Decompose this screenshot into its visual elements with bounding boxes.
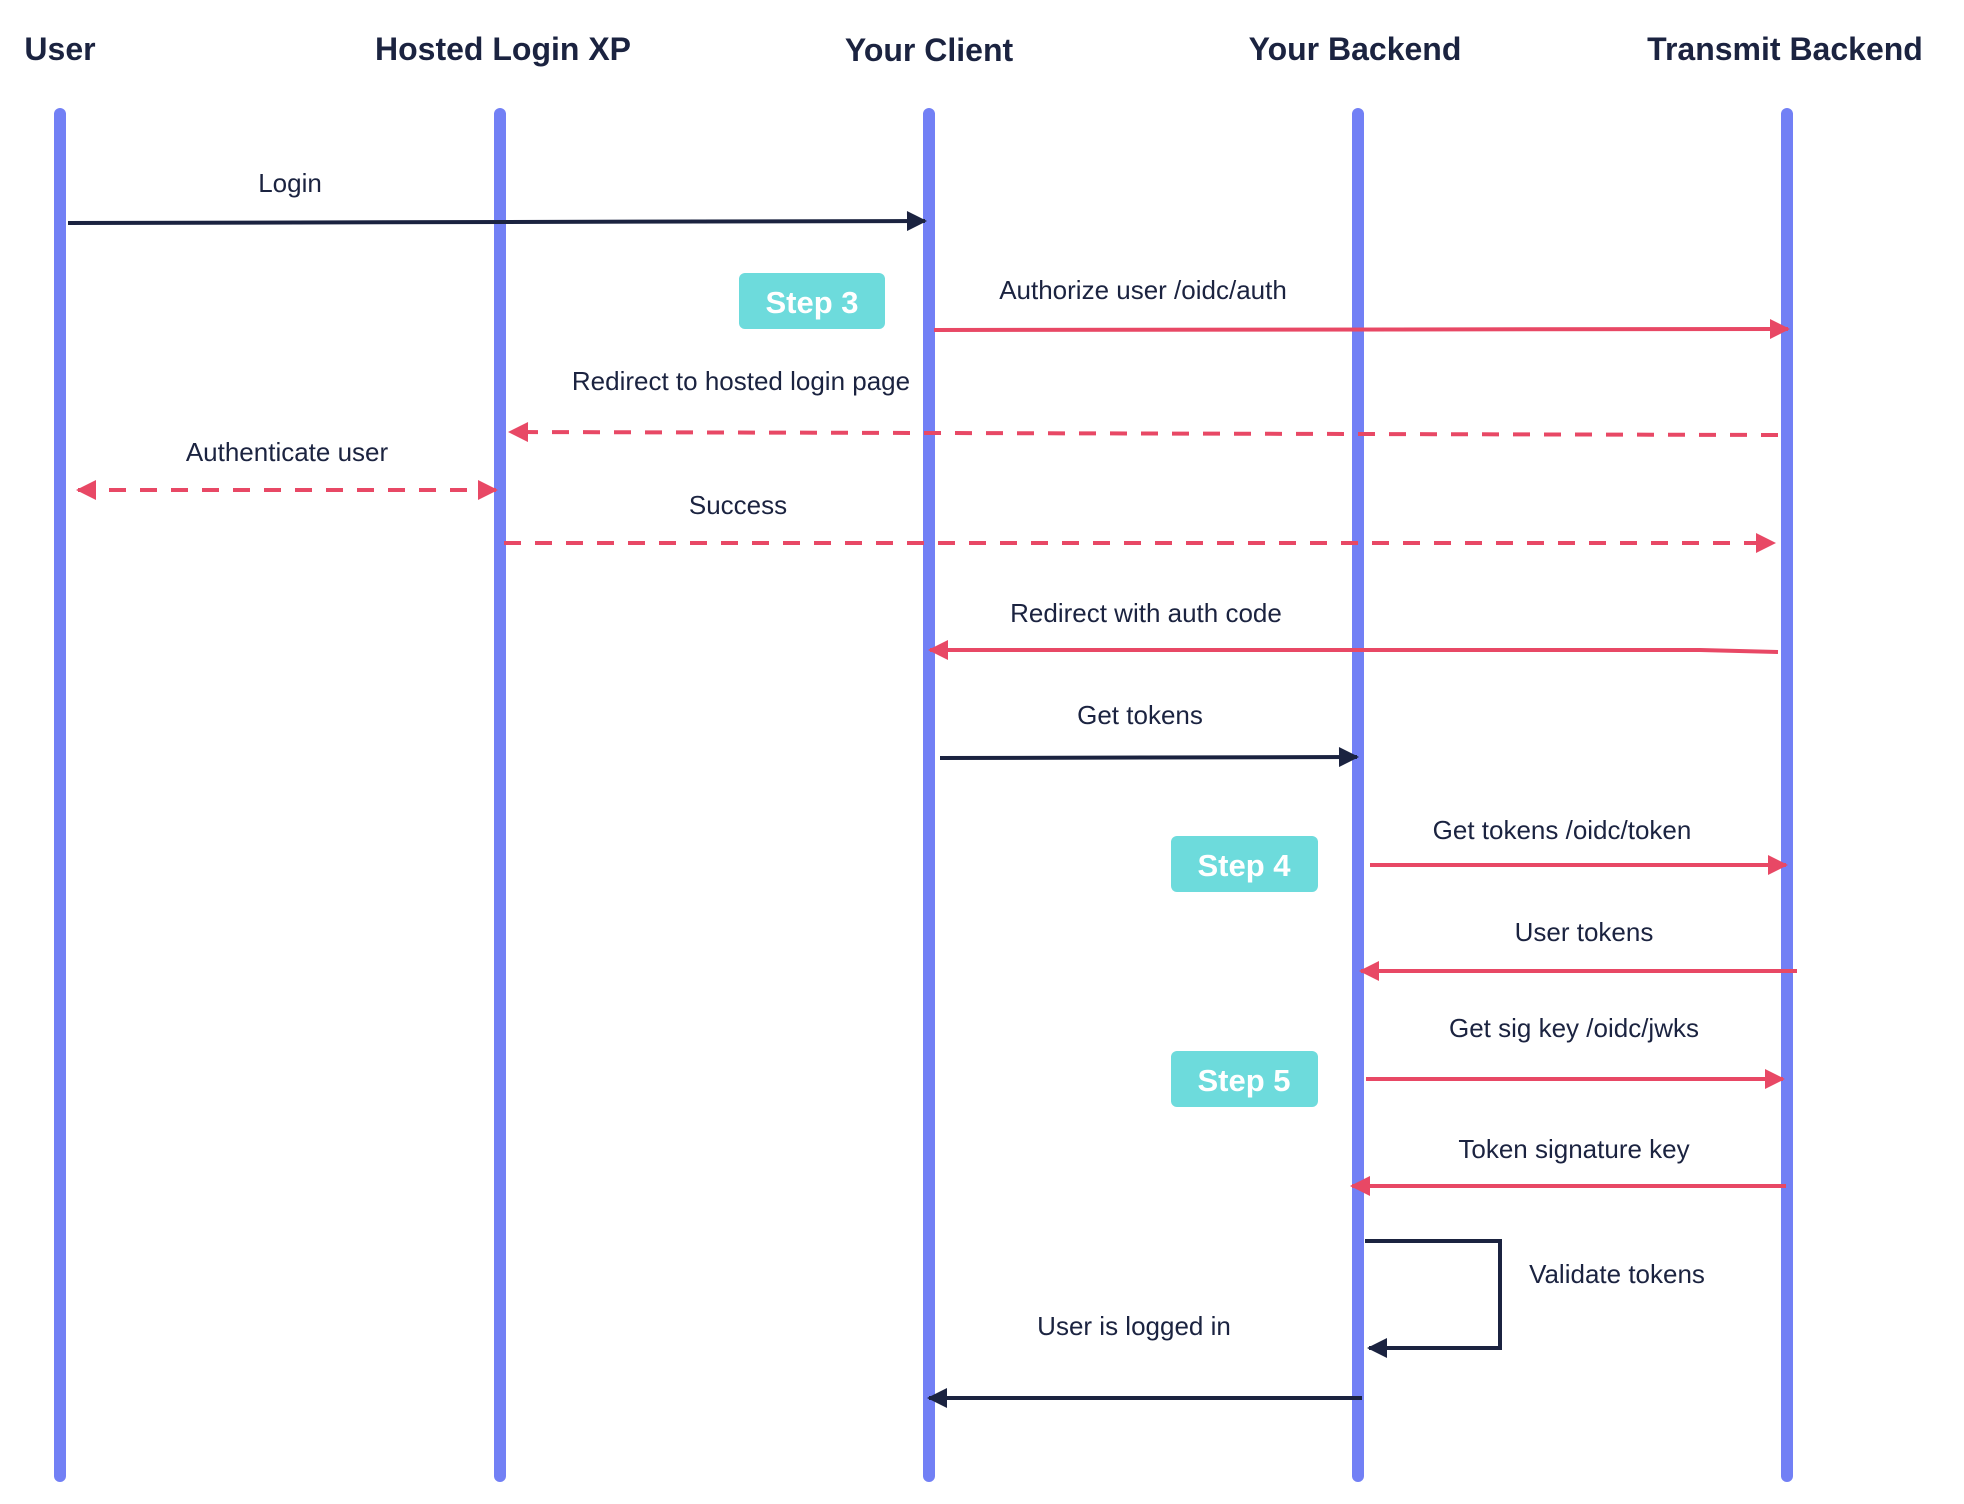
arrow-redirect-hosted (508, 422, 1779, 443)
message-label-get-tokens: Get tokens (1077, 700, 1203, 730)
message-label-login: Login (258, 168, 322, 198)
step-5-badge: Step 5 (1171, 1051, 1318, 1107)
arrow-redirect-code (928, 640, 1779, 660)
message-label-get-sig-key: Get sig key /oidc/jwks (1449, 1013, 1699, 1043)
step-3-label: Step 3 (765, 285, 858, 320)
lane-title-hosted-login: Hosted Login XP (375, 31, 631, 67)
arrow-get-tokens (939, 747, 1359, 768)
step-5-label: Step 5 (1197, 1063, 1290, 1098)
message-label-user-tokens: User tokens (1515, 917, 1654, 947)
message-label-token-sig-key: Token signature key (1458, 1134, 1689, 1164)
message-label-authenticate: Authenticate user (186, 437, 389, 467)
step-4-label: Step 4 (1197, 848, 1291, 883)
message-label-redirect-hosted: Redirect to hosted login page (572, 366, 910, 396)
arrow-validate (1365, 1239, 1502, 1358)
lane-title-user: User (24, 31, 95, 67)
lane-title-your-client: Your Client (845, 32, 1014, 68)
message-label-success: Success (689, 490, 787, 520)
lane-title-transmit-backend: Transmit Backend (1647, 31, 1923, 67)
lane-title-your-backend: Your Backend (1249, 31, 1462, 67)
message-label-redirect-code: Redirect with auth code (1010, 598, 1282, 628)
message-label-get-tokens-oidc: Get tokens /oidc/token (1433, 815, 1692, 845)
arrow-login (67, 211, 927, 232)
message-label-validate: Validate tokens (1529, 1259, 1705, 1289)
step-3-badge: Step 3 (739, 273, 885, 329)
step-4-badge: Step 4 (1171, 836, 1318, 892)
arrow-authorize (933, 319, 1790, 340)
message-label-authorize: Authorize user /oidc/auth (999, 275, 1287, 305)
message-label-logged-in: User is logged in (1037, 1311, 1231, 1341)
